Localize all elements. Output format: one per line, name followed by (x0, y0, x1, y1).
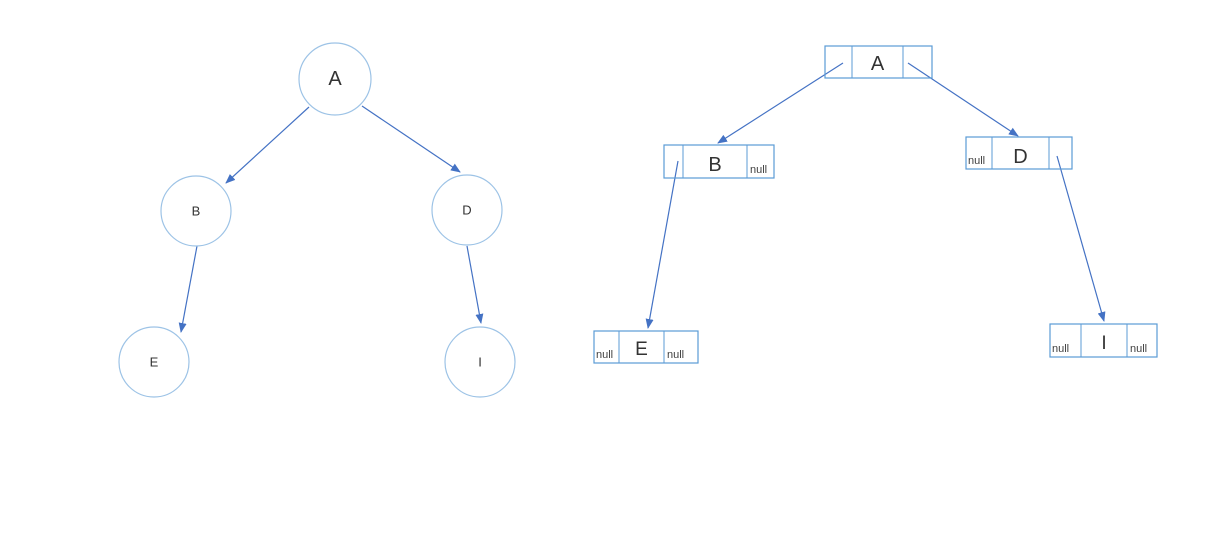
list-edge-A-left-B (717, 62, 844, 144)
list-node-A: A (824, 45, 933, 79)
tree-node-A-label: A (328, 68, 342, 90)
tree-node-B-label: B (192, 204, 201, 219)
tree-node-A: A (298, 42, 372, 116)
list-edge-A-right-D (907, 62, 1019, 137)
list-node-D-left-null: null (968, 155, 985, 167)
tree-node-E-label: E (150, 355, 159, 370)
list-node-I-left-null: null (1052, 343, 1069, 355)
tree-edge-D-I (466, 245, 484, 324)
tree-edge-B-E (178, 245, 198, 333)
list-node-E-right-null: null (667, 349, 684, 361)
list-node-I-right-null: null (1130, 343, 1147, 355)
tree-node-E: E (118, 326, 190, 398)
tree-node-E-circle (118, 326, 190, 398)
list-edge-B-left-E (645, 160, 679, 329)
tree-node-D: D (431, 174, 503, 246)
tree-node-B-circle (160, 175, 232, 247)
list-node-E-box (593, 330, 699, 364)
list-node-B-right-null: null (750, 164, 767, 176)
list-node-B-box (663, 144, 775, 179)
list-node-E-left-null: null (596, 349, 613, 361)
list-node-I-value: I (1101, 333, 1106, 354)
tree-node-A-circle (298, 42, 372, 116)
tree-node-D-circle (431, 174, 503, 246)
list-node-E-value: E (635, 339, 648, 360)
tree-node-B: B (160, 175, 232, 247)
tree-node-I: I (444, 326, 516, 398)
list-edge-D-right-I (1056, 155, 1106, 322)
list-node-D-value: D (1013, 146, 1027, 168)
list-node-B-value: B (708, 154, 721, 176)
tree-node-I-circle (444, 326, 516, 398)
list-node-A-box (824, 45, 933, 79)
list-node-A-value: A (871, 53, 885, 75)
tree-node-I-label: I (478, 355, 482, 370)
list-node-D-box (965, 136, 1073, 170)
tree-edge-A-B (225, 106, 310, 184)
tree-node-D-label: D (462, 203, 471, 218)
list-node-I-box (1049, 323, 1158, 358)
tree-edge-A-D (361, 105, 461, 173)
